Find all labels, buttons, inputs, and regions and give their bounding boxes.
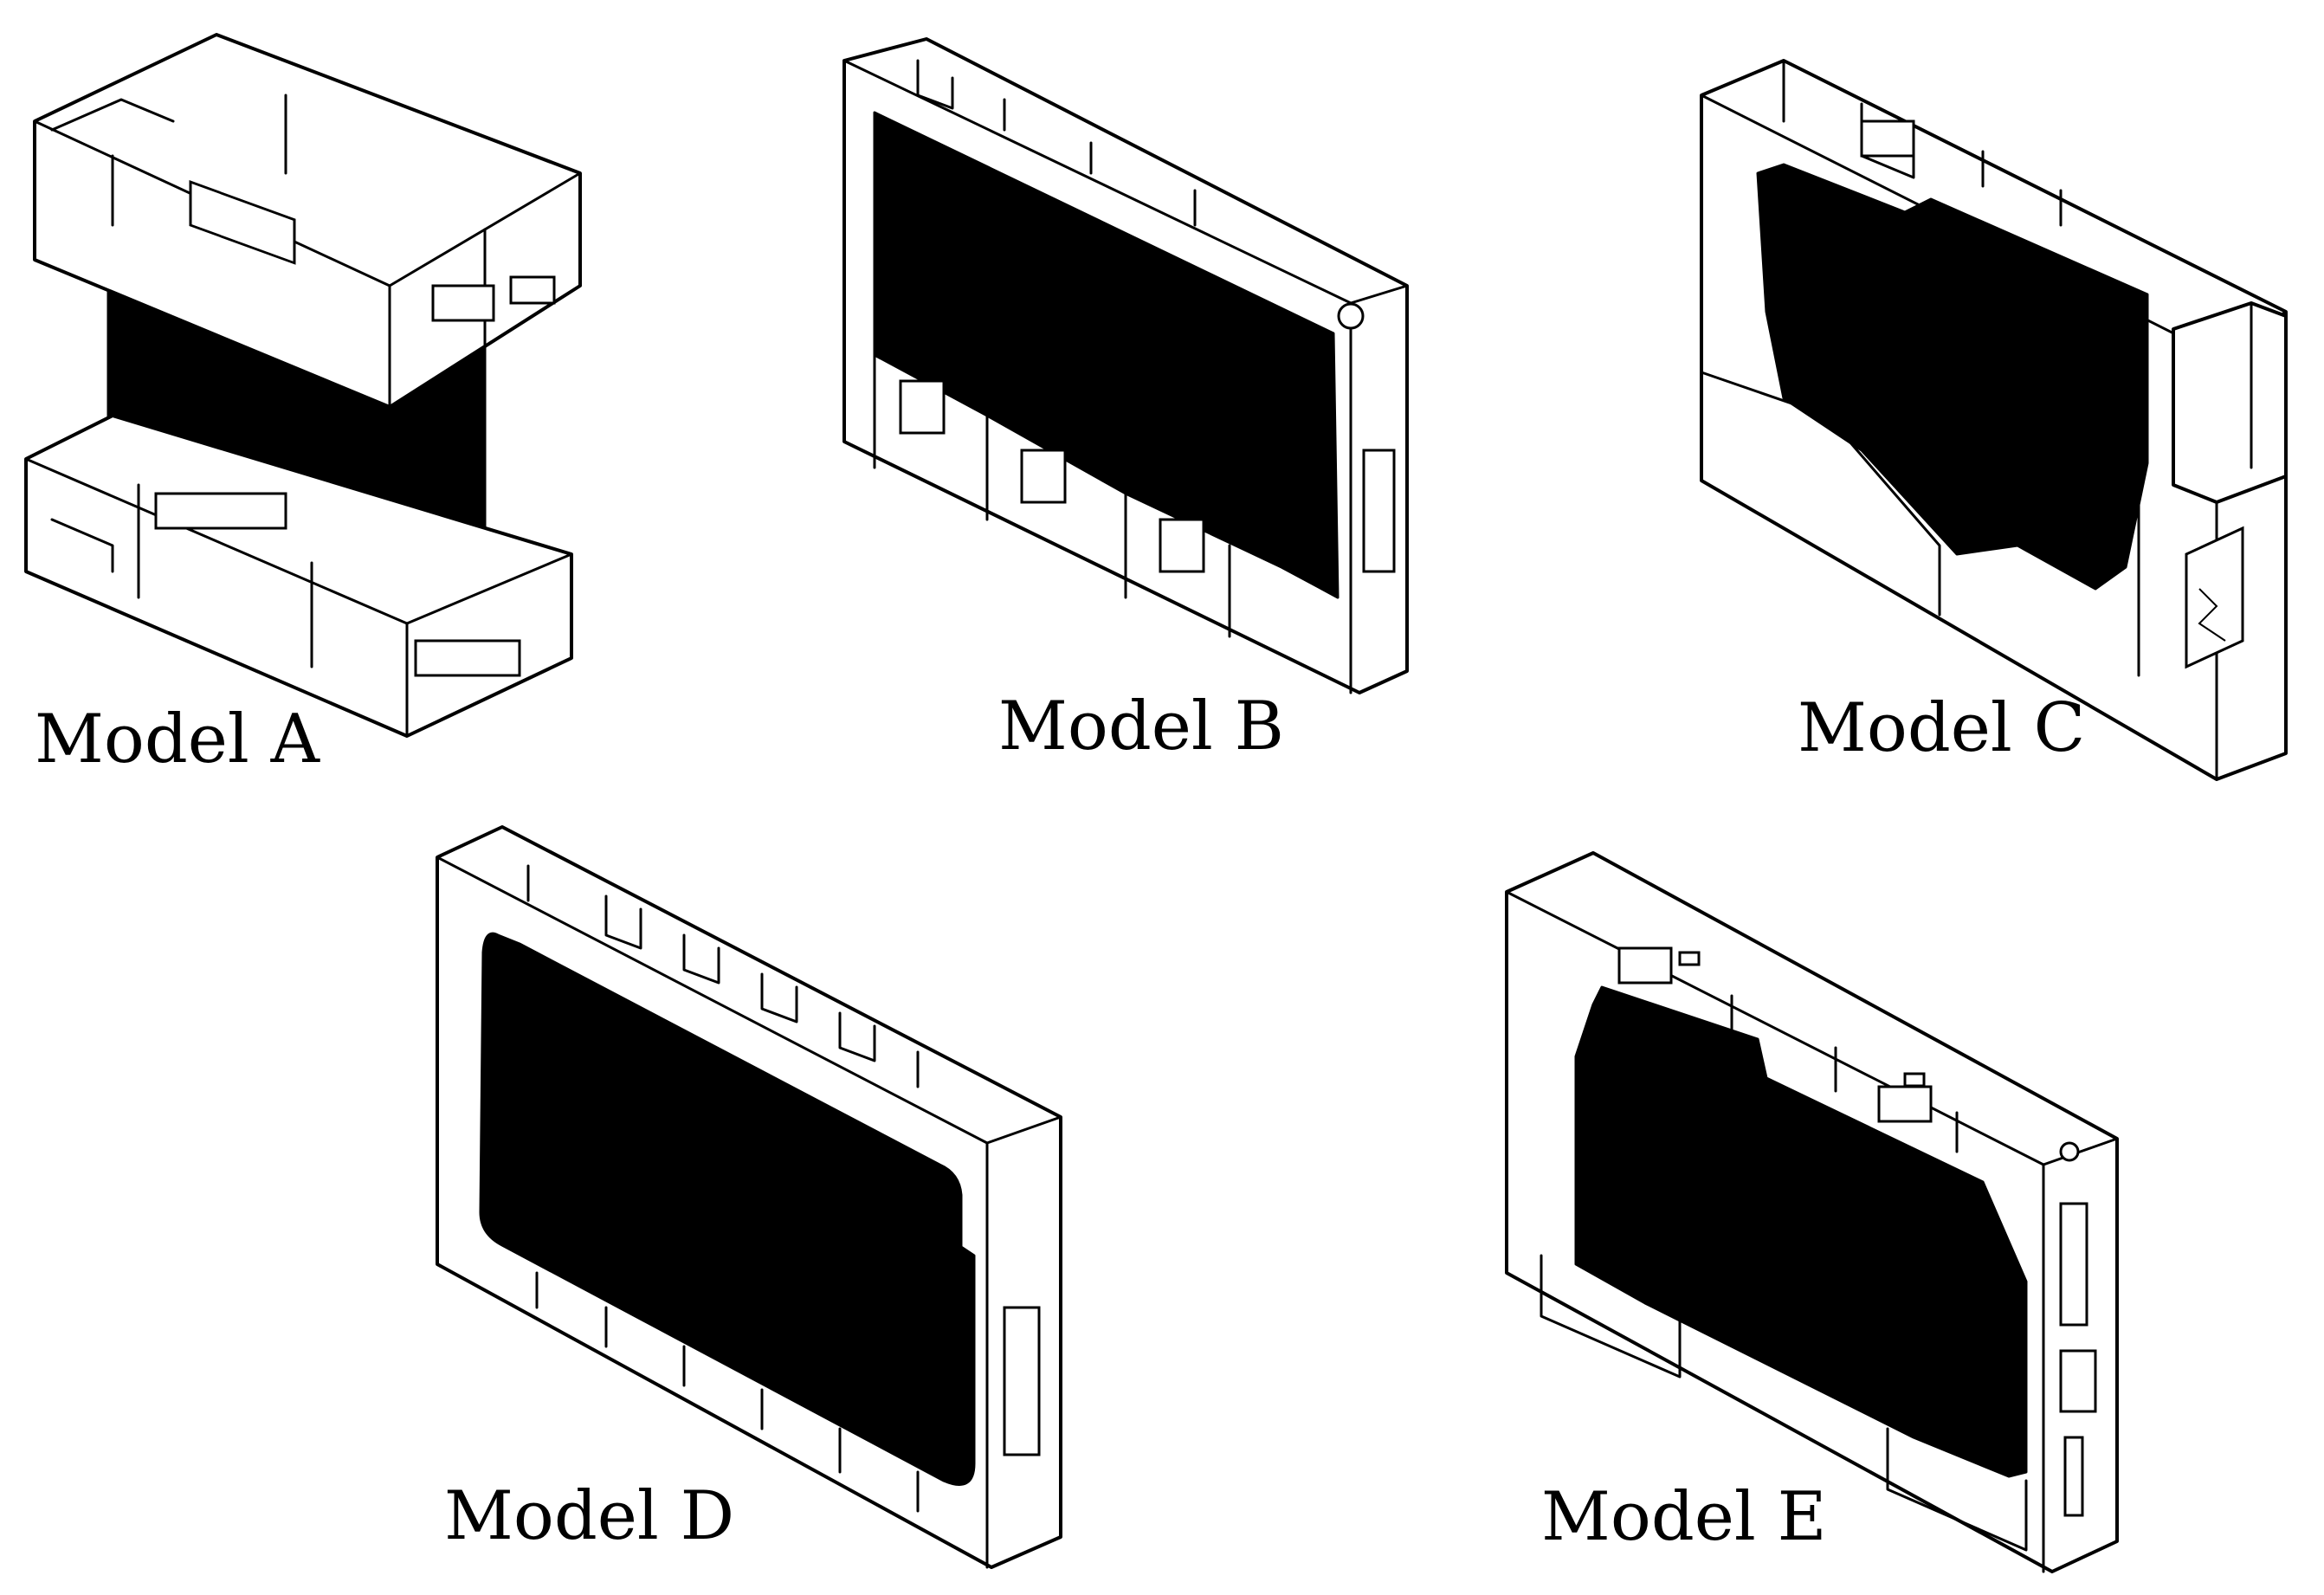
model-b-label: Model B	[998, 688, 1284, 765]
model-e-label: Model E	[1541, 1478, 1827, 1556]
model-a-label: Model A	[35, 701, 320, 778]
model-e-drawing	[1505, 851, 2119, 1573]
model-c-label: Model C	[1798, 689, 2086, 767]
model-d-drawing	[436, 825, 1062, 1569]
model-d-label: Model D	[444, 1477, 735, 1555]
model-b-drawing	[842, 37, 1409, 694]
model-a-drawing	[24, 33, 582, 738]
model-c-drawing	[1700, 59, 2288, 781]
